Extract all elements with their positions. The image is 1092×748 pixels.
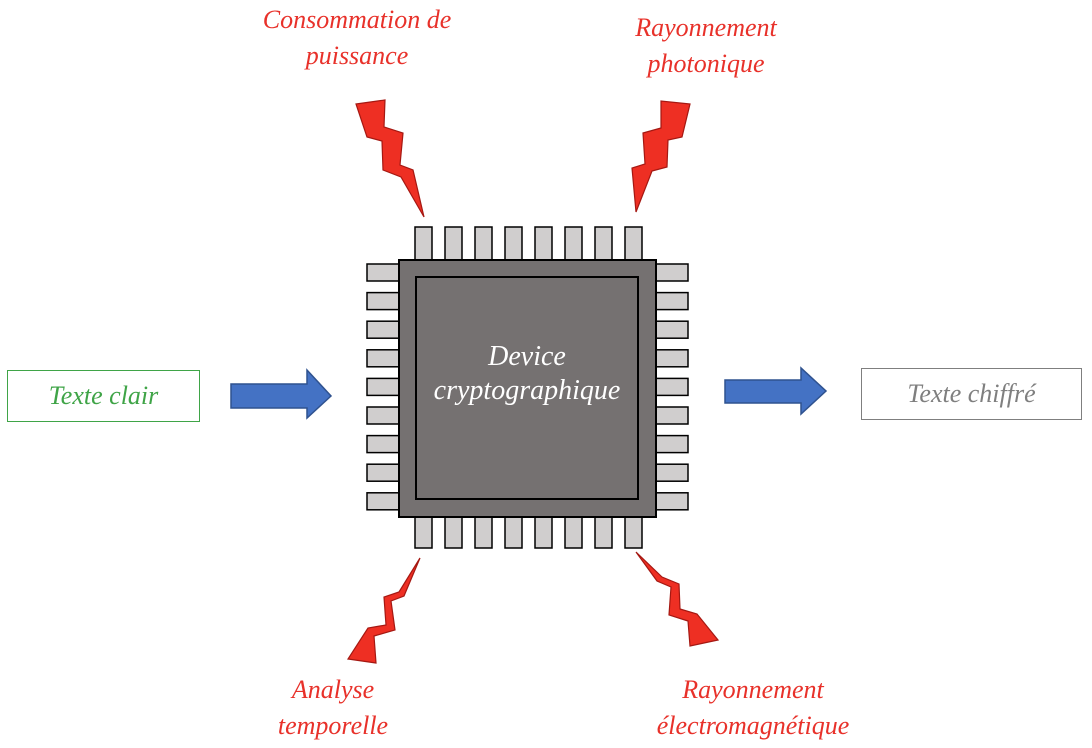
chip-pin-bottom (474, 513, 493, 549)
chip-pin-left (366, 377, 402, 397)
chip-pin-right (653, 406, 689, 425)
chip-pin-left (366, 406, 402, 425)
chip-label-line2: cryptographique (433, 375, 621, 406)
chip-pin-right (653, 434, 689, 454)
chip-pin-right (653, 349, 689, 368)
chip-pin-bottom (444, 513, 463, 549)
ciphertext-label: Texte chiffré (907, 379, 1036, 408)
timing-analysis-label: Analyse temporelle (277, 675, 389, 740)
chip-label-line1: Device (488, 341, 566, 372)
plaintext-box: Texte clair (7, 370, 200, 422)
chip-pin-right (653, 377, 689, 397)
chip-pin-left (366, 492, 402, 511)
chip-pin-bottom (594, 513, 613, 549)
chip-pin-left (366, 463, 402, 482)
chip-pin-left (366, 291, 402, 311)
chip-pin-top (474, 226, 493, 263)
em-radiation-label: Rayonnement électromagnétique (656, 675, 850, 740)
lightning-bolt-icon-em (635, 551, 720, 647)
lightning-bolt-icon-photonic (631, 100, 691, 213)
chip-pin-top (534, 226, 553, 263)
chip-pin-top (414, 226, 433, 263)
chip-pin-top (564, 226, 583, 263)
chip-pins-bottom (414, 513, 643, 549)
chip-label: Device cryptographique (416, 340, 638, 408)
chip-pin-bottom (534, 513, 553, 549)
chip-pin-right (653, 492, 689, 511)
chip-pin-right (653, 291, 689, 311)
lightning-bolt-icon-timing (346, 557, 421, 664)
input-arrow-icon (230, 368, 333, 420)
chip-pin-top (594, 226, 613, 263)
power-consumption-label: Consommation de puissance (262, 5, 452, 70)
chip-pin-left (366, 320, 402, 339)
photonic-radiation-label: Rayonnement photonique (635, 13, 777, 78)
chip-pin-bottom (414, 513, 433, 549)
chip-pins-right (653, 263, 689, 511)
lightning-bolt-icon-power (355, 99, 425, 218)
chip-pin-top (504, 226, 523, 263)
chip-pin-bottom (504, 513, 523, 549)
chip-pin-bottom (624, 513, 643, 549)
chip-pin-top (444, 226, 463, 263)
chip-pins-top (414, 226, 643, 263)
output-arrow-icon (724, 366, 828, 416)
ciphertext-box: Texte chiffré (861, 368, 1082, 420)
chip-pin-right (653, 463, 689, 482)
plaintext-label: Texte clair (48, 381, 159, 410)
chip-pin-right (653, 263, 689, 282)
chip-pin-left (366, 263, 402, 282)
chip-pins-left (366, 263, 402, 511)
chip-pin-top (624, 226, 643, 263)
chip-pin-right (653, 320, 689, 339)
chip-pin-left (366, 349, 402, 368)
chip-inner-die (415, 276, 639, 500)
chip-pin-bottom (564, 513, 583, 549)
chip-pin-left (366, 434, 402, 454)
